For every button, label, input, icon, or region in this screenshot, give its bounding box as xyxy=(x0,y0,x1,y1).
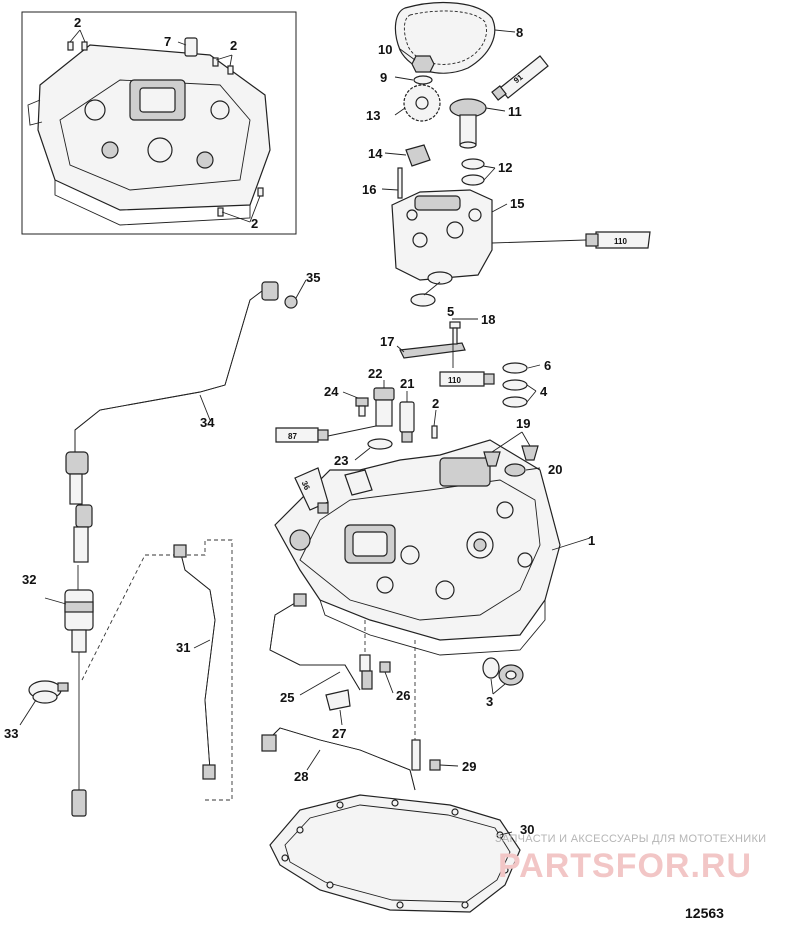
label-11: 11 xyxy=(508,104,522,119)
label-12: 12 xyxy=(498,160,512,175)
housing-small-parts xyxy=(275,318,541,514)
label-2b: 2 xyxy=(230,38,237,53)
label-13: 13 xyxy=(366,108,380,123)
label-35: 35 xyxy=(306,270,320,285)
label-29: 29 xyxy=(462,759,476,774)
label-2d: 2 xyxy=(432,396,439,411)
label-25: 25 xyxy=(280,690,294,705)
label-21: 21 xyxy=(400,376,414,391)
label-2c: 2 xyxy=(251,216,258,231)
label-14: 14 xyxy=(368,146,383,161)
label-32: 32 xyxy=(22,572,36,587)
label-23: 23 xyxy=(334,453,348,468)
hose-25 xyxy=(269,593,394,726)
figure-number: 12563 xyxy=(685,905,724,921)
label-16: 16 xyxy=(362,182,376,197)
label-26: 26 xyxy=(396,688,410,703)
label-3: 3 xyxy=(486,694,493,709)
label-10: 10 xyxy=(378,42,392,57)
label-15: 15 xyxy=(510,196,524,211)
label-9: 9 xyxy=(380,70,387,85)
seal-3 xyxy=(482,657,524,695)
label-30: 30 xyxy=(520,822,534,837)
label-28: 28 xyxy=(294,769,308,784)
label-5: 5 xyxy=(447,304,454,319)
label-34: 34 xyxy=(200,415,215,430)
label-4: 4 xyxy=(540,384,548,399)
watermark-brand: PARTSFOR.RU xyxy=(498,847,753,885)
label-17: 17 xyxy=(380,334,394,349)
label-24: 24 xyxy=(324,384,339,399)
label-1: 1 xyxy=(588,533,595,548)
sealant-tube-labels: 91 110 110 87 36 xyxy=(288,72,627,492)
label-27: 27 xyxy=(332,726,346,741)
fuel-filter xyxy=(19,565,94,817)
fuel-line-assembly xyxy=(65,279,307,563)
label-31: 31 xyxy=(176,640,190,655)
tube-label-110-right: 110 xyxy=(614,237,627,246)
label-6: 6 xyxy=(544,358,551,373)
hose-31 xyxy=(81,539,233,801)
label-33: 33 xyxy=(4,726,18,741)
base-gasket xyxy=(269,794,521,913)
main-housing xyxy=(274,439,591,656)
tube-label-36: 36 xyxy=(300,480,312,492)
label-20: 20 xyxy=(548,462,562,477)
label-2a: 2 xyxy=(74,15,81,30)
tube-label-87: 87 xyxy=(288,432,297,441)
label-22: 22 xyxy=(368,366,382,381)
oil-pump-assembly xyxy=(381,1,651,307)
label-7: 7 xyxy=(164,34,171,49)
label-8: 8 xyxy=(516,25,523,40)
watermark-tagline: ЗАПЧАСТИ И АКСЕССУАРЫ ДЛЯ МОТОТЕХНИКИ xyxy=(495,833,767,845)
inset-detail xyxy=(21,11,297,235)
hose-28 xyxy=(261,640,459,791)
label-18: 18 xyxy=(481,312,495,327)
tube-label-110-center: 110 xyxy=(448,376,461,385)
label-19: 19 xyxy=(516,416,530,431)
part-labels: 2 7 2 2 8 10 9 11 13 14 12 16 15 35 5 18… xyxy=(4,15,595,837)
